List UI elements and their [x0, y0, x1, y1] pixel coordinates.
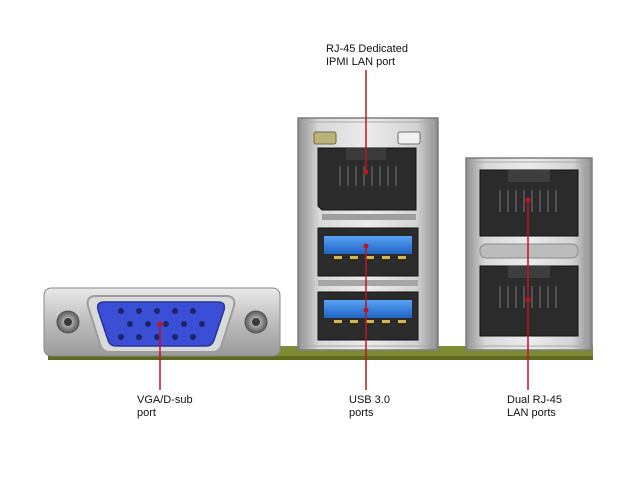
label-ipmi-line1: RJ-45 Dedicated — [326, 43, 408, 55]
vga-connector — [43, 287, 281, 357]
label-vga-line1: VGA/D-sub — [137, 394, 193, 406]
label-lan-line2: LAN ports — [507, 407, 556, 419]
label-vga: VGA/D-sub port — [137, 394, 193, 420]
ipmi-led-left — [313, 131, 337, 145]
ipmi-rj45-port — [317, 147, 417, 211]
vga-pins — [118, 308, 205, 340]
label-lan-line1: Dual RJ-45 — [507, 394, 563, 406]
dual-lan-stack — [465, 157, 593, 351]
label-usb: USB 3.0 ports — [349, 394, 390, 420]
ipmi-led-right — [397, 131, 421, 145]
label-usb-line2: ports — [349, 407, 374, 419]
label-ipmi: RJ-45 Dedicated IPMI LAN port — [326, 43, 408, 69]
pcb-board-shade — [48, 356, 593, 360]
ipmi-usb-stack — [297, 117, 439, 351]
label-lan: Dual RJ-45 LAN ports — [507, 394, 562, 420]
label-vga-line2: port — [137, 407, 156, 419]
label-usb-line1: USB 3.0 — [349, 394, 390, 406]
label-ipmi-line2: IPMI LAN port — [326, 56, 396, 68]
